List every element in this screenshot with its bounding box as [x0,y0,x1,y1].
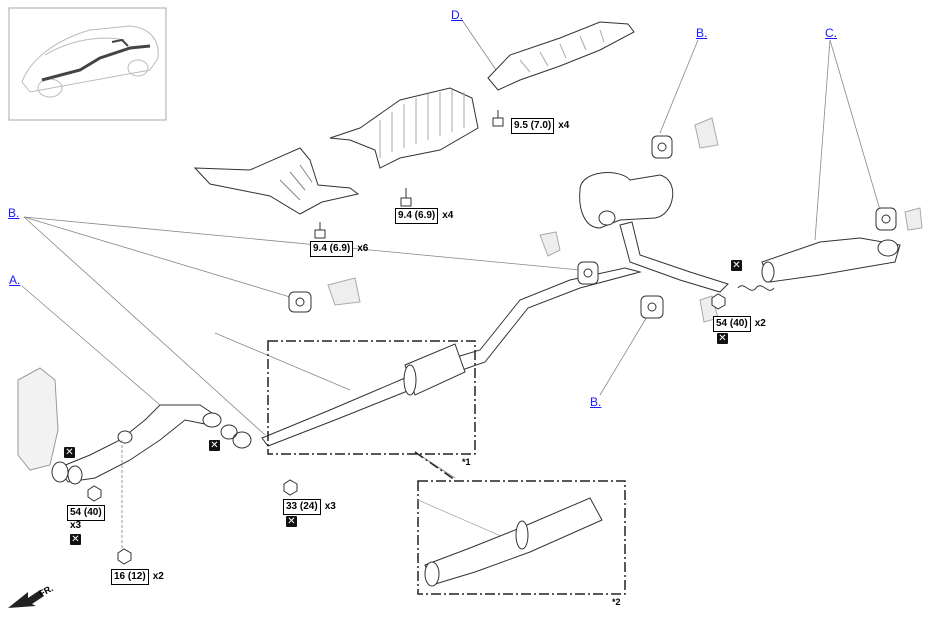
exhaust-tail-pipe [579,172,901,293]
vehicle-locator-inset [8,7,167,121]
torque-value: 9.4 (6.9) [310,241,354,257]
front-label: FR. [37,583,54,599]
callout-c[interactable]: C. [825,26,837,40]
detail-ref-1: *1 [462,457,471,467]
torque-value: 33 (24) [283,499,321,515]
non-reusable-icon: ✕ [731,260,742,271]
non-reusable-icon: ✕ [64,447,75,458]
exhaust-center-pipe [261,267,642,447]
non-reusable-icon: ✕ [717,333,728,344]
torque-spec-1: 9.5 (7.0)x4 [511,118,569,134]
exhaust-hangers [288,117,923,323]
torque-value: 54 (40) [713,316,751,332]
callout-a[interactable]: A. [9,273,21,287]
leader-lines [21,19,881,479]
torque-value: 9.5 (7.0) [511,118,555,134]
torque-value: 54 (40) [67,505,105,521]
detail-box-2 [417,480,626,595]
callout-b-top[interactable]: B. [696,26,708,40]
torque-qty: x6 [357,243,369,254]
non-reusable-icon: ✕ [209,440,220,451]
callout-b-bottom[interactable]: B. [590,395,602,409]
detail-connector [414,451,456,481]
exhaust-front-pipe [17,367,222,485]
insulator-bolts [314,110,504,239]
torque-qty: x3 [324,501,336,512]
torque-qty: x2 [152,571,164,582]
torque-spec-6: 54 (40) [67,505,105,521]
torque-spec-3: 9.4 (6.9)x6 [310,241,368,257]
heat-insulator-rear [487,21,635,91]
torque-value: 16 (12) [111,569,149,585]
torque-qty-6: x3 [70,520,82,531]
torque-spec-4: 54 (40)x2 [713,316,766,332]
non-reusable-icon: ✕ [286,516,297,527]
gaskets-front [220,424,252,449]
torque-value: 9.4 (6.9) [395,208,439,224]
flange-nuts [87,293,726,565]
callout-b-left[interactable]: B. [8,206,20,220]
torque-qty: x4 [558,120,570,131]
torque-spec-2: 9.4 (6.9)x4 [395,208,453,224]
torque-qty: x4 [442,210,454,221]
detail-box-1 [267,340,476,455]
heat-insulator-center [329,87,479,169]
non-reusable-icon: ✕ [70,534,81,545]
front-arrow-icon [8,590,44,608]
torque-spec-5: 33 (24)x3 [283,499,336,515]
heat-insulator-front [193,147,360,215]
torque-qty: x2 [754,318,766,329]
detail-ref-2: *2 [612,597,621,607]
callout-d[interactable]: D. [451,8,463,22]
torque-spec-7: 16 (12)x2 [111,569,164,585]
